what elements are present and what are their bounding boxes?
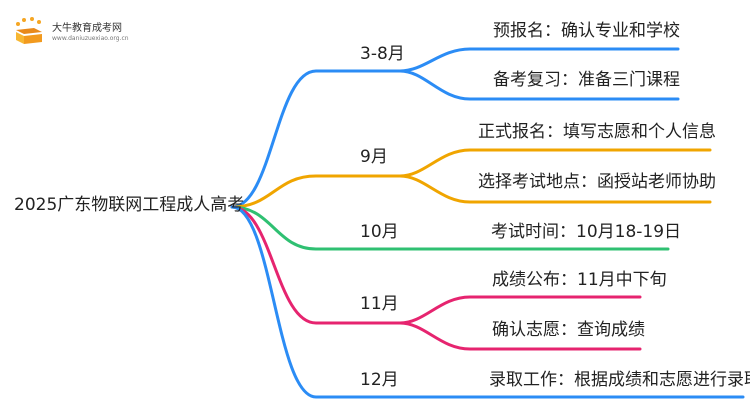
leaf-connector-0-1: [398, 69, 680, 101]
leaf-admission: 录取工作：根据成绩和志愿进行录取: [489, 370, 750, 390]
branch-month-10: 10月: [360, 222, 399, 242]
branch-connector-4: [230, 205, 402, 399]
branch-month-12: 12月: [360, 370, 399, 390]
logo-title: 大牛教育成考网: [52, 23, 122, 34]
branch-connector-0: [230, 69, 402, 209]
site-logo: 大牛教育成考网 www.daniuzuexiao.org.cn: [12, 14, 132, 48]
branch-month-11: 11月: [360, 294, 399, 314]
leaf-pre-registration: 预报名：确认专业和学校: [493, 21, 680, 41]
logo-url: www.daniuzuexiao.org.cn: [52, 35, 129, 42]
leaf-connector-3-0: [398, 295, 642, 325]
leaf-exam-prep: 备考复习：准备三门课程: [493, 70, 680, 90]
leaf-connector-3-1: [398, 321, 642, 351]
root-topic: 2025广东物联网工程成人高考: [14, 195, 245, 215]
leaf-exam-time: 考试时间：10月18-19日: [491, 222, 682, 242]
leaf-connector-0-0: [398, 47, 680, 73]
leaf-formal-registration: 正式报名：填写志愿和个人信息: [478, 122, 716, 142]
leaf-score-release: 成绩公布：11月中下旬: [492, 270, 667, 290]
branch-month-9: 9月: [360, 147, 388, 167]
logo-icon: [16, 17, 42, 44]
branch-month-3-8: 3-8月: [360, 44, 405, 64]
leaf-connector-1-1: [398, 174, 712, 204]
branch-connector-3: [230, 205, 402, 325]
leaf-confirm-choice: 确认志愿：查询成绩: [492, 320, 645, 340]
branch-connector-2: [230, 205, 402, 251]
leaf-exam-location: 选择考试地点：函授站老师协助: [478, 172, 716, 192]
leaf-connector-1-0: [398, 148, 712, 178]
branch-connector-1: [230, 174, 402, 209]
